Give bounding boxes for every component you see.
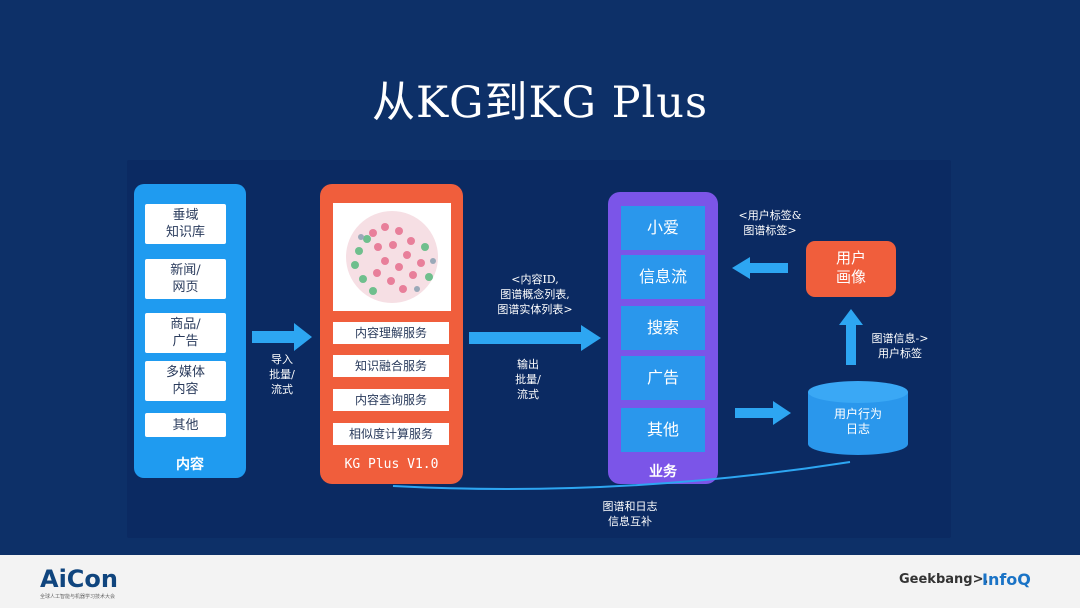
kg-version-label: KG Plus V1.0: [344, 457, 439, 472]
business-column-label: 业务: [649, 464, 677, 480]
infoq-logo: InfoQ: [982, 570, 1031, 589]
graph-network-icon: [346, 211, 438, 303]
output-top-label: <内容ID, 图谱概念列表, 图谱实体列表>: [497, 273, 573, 316]
business-item-ads: 广告: [621, 356, 705, 400]
aicon-logo: AiCon: [40, 565, 118, 593]
content-item-news: 新闻/ 网页: [145, 259, 226, 299]
profile-to-business-arrow: [732, 257, 788, 279]
footer-bar: [0, 555, 1080, 608]
output-arrow: [469, 325, 601, 351]
behavior-log-cylinder: [808, 381, 908, 455]
geekbang-logo: Geekbang>.: [899, 572, 989, 587]
content-item-multimedia: 多媒体 内容: [145, 361, 226, 401]
output-bottom-label: 输出 批量/ 流式: [515, 358, 541, 401]
content-item-other: 其他: [145, 413, 226, 437]
business-to-log-arrow: [735, 401, 791, 425]
knowledge-graph-image: [333, 203, 451, 311]
service-content-query: 内容查询服务: [333, 389, 449, 411]
service-content-understanding: 内容理解服务: [333, 322, 449, 344]
graph-to-tag-label: 图谱信息-> 用户标签: [871, 332, 929, 360]
log-to-profile-arrow: [839, 309, 863, 365]
diagram-panel: [127, 160, 951, 538]
feedback-curve: [392, 461, 851, 490]
profile-tags-label: <用户标签& 图谱标签>: [738, 209, 802, 237]
business-item-search: 搜索: [621, 306, 705, 350]
service-knowledge-fusion: 知识融合服务: [333, 355, 449, 377]
feedback-label: 图谱和日志 信息互补: [602, 500, 658, 528]
import-arrow: [252, 323, 312, 351]
slide-title: 从KG到KG Plus: [371, 78, 709, 128]
import-label: 导入 批量/ 流式: [269, 353, 295, 396]
content-column-label: 内容: [176, 457, 204, 473]
business-item-xiaoai: 小爱: [621, 206, 705, 250]
user-profile-label: 用户 画像: [835, 249, 866, 286]
business-item-feed: 信息流: [621, 255, 705, 299]
user-profile-box: 用户 画像: [806, 241, 896, 297]
behavior-log-label: 用户行为 日志: [833, 407, 882, 436]
service-similarity: 相似度计算服务: [333, 423, 449, 445]
aicon-logo-subtitle: 全球人工智能与机器学习技术大会: [40, 594, 116, 600]
business-item-other: 其他: [621, 408, 705, 452]
content-item-vertical-kb: 垂域 知识库: [145, 204, 226, 244]
content-item-products: 商品/ 广告: [145, 313, 226, 353]
